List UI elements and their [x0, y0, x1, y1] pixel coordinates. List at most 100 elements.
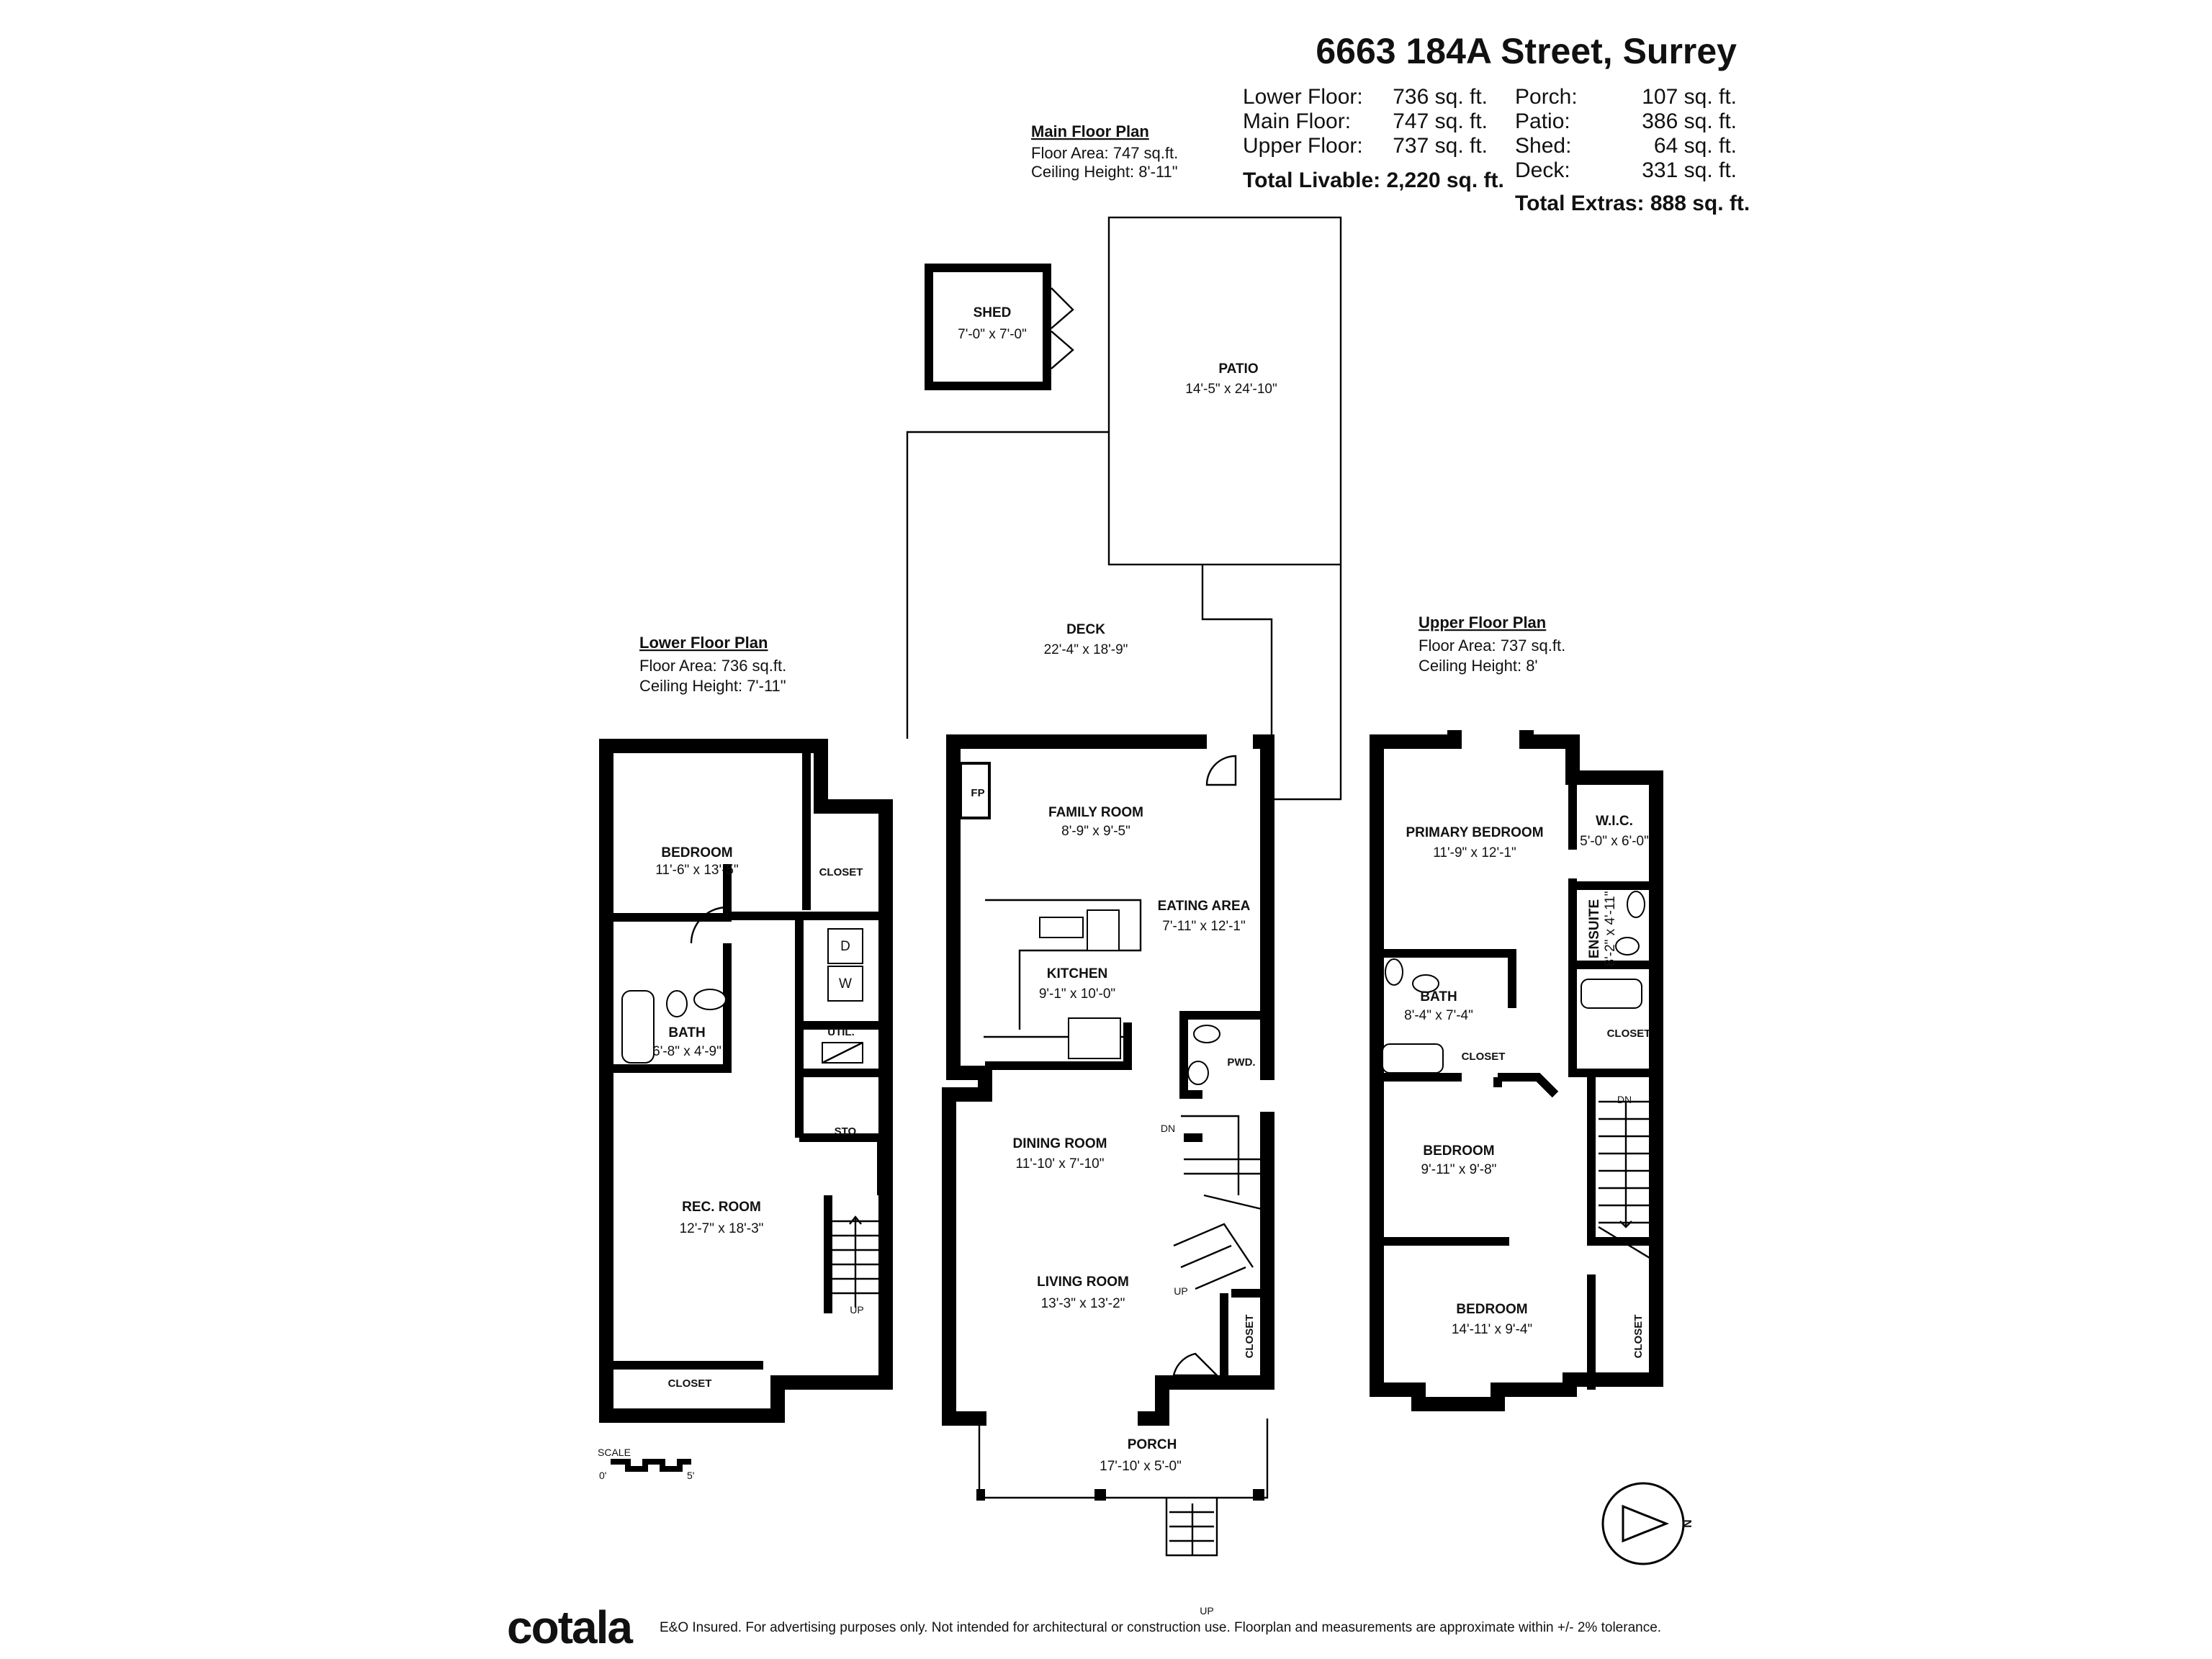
room-label: REC. ROOM	[682, 1200, 761, 1215]
brand-logo: cotala	[507, 1601, 633, 1653]
north-compass: N	[1601, 1482, 1693, 1565]
upper-exterior-walls	[1370, 730, 1663, 1411]
room-label: KITCHEN	[1047, 966, 1107, 981]
toilet-icon	[1615, 937, 1640, 956]
room-label: CLOSET	[1632, 1315, 1645, 1359]
toilet-icon	[1385, 958, 1403, 986]
room-label: BATH	[668, 1025, 705, 1040]
main-plan-caption: Main Floor Plan Floor Area: 747 sq.ft. C…	[1031, 122, 1178, 181]
lower-plan-ceiling: Ceiling Height: 7'-11"	[639, 677, 786, 695]
stairs-up-label: UP	[850, 1304, 863, 1316]
room-dimensions: 12'-7" x 18'-3"	[680, 1221, 764, 1236]
room-dimensions: 7'-0" x 7'-0"	[958, 327, 1027, 342]
room-label: CLOSET	[1607, 1028, 1651, 1040]
room-dimensions: 11'-10' x 7'-10"	[1016, 1156, 1105, 1172]
main-floor-value: 747 sq. ft.	[1393, 109, 1488, 133]
toilet-icon	[1193, 1025, 1220, 1043]
bathtub-icon	[621, 990, 655, 1064]
livable-areas: Lower Floor: 736 sq. ft. Main Floor: 747…	[1243, 85, 1504, 192]
upper-plan-caption: Upper Floor Plan Floor Area: 737 sq.ft. …	[1419, 613, 1565, 675]
lower-floor-label: Lower Floor:	[1243, 85, 1363, 109]
door-swing	[690, 906, 728, 944]
sink-icon	[1627, 891, 1645, 918]
room-label: BEDROOM	[661, 845, 732, 860]
room-label: LIVING ROOM	[1037, 1274, 1129, 1290]
lower-stairs	[830, 1215, 881, 1308]
room-label: UTIL.	[827, 1026, 855, 1038]
scale-bar: SCALE 0' 5'	[598, 1447, 694, 1481]
room-label: EATING AREA	[1158, 899, 1251, 914]
room-dimensions: 9'-11" x 9'-8"	[1421, 1162, 1497, 1177]
kitchen-wall	[985, 1022, 1132, 1070]
room-label: ENSUITE	[1587, 899, 1602, 958]
main-exterior-walls	[942, 734, 1274, 1426]
compass-ring	[1601, 1482, 1685, 1565]
total-extras: Total Extras: 888 sq. ft.	[1515, 192, 1750, 215]
sink-icon	[1187, 1061, 1209, 1085]
room-label: CLOSET	[668, 1377, 712, 1390]
front-door	[1172, 1352, 1219, 1377]
fireplace-label: FP	[971, 787, 984, 799]
stairs-up-label: UP	[1174, 1285, 1187, 1297]
room-label: BATH	[1420, 989, 1457, 1004]
room-label: DECK	[1066, 622, 1105, 637]
upper-floor-value: 737 sq. ft.	[1393, 134, 1488, 158]
main-stairs	[1173, 1115, 1265, 1290]
shed-value: 64 sq. ft.	[1654, 134, 1737, 158]
lower-plan-area: Floor Area: 736 sq.ft.	[639, 657, 786, 675]
room-dimensions: 8'-2" x 4'-11"	[1603, 891, 1618, 967]
upper-stairs	[1598, 1100, 1654, 1262]
sink-icon	[693, 989, 727, 1010]
main-floor-outdoor: SHED 7'-0" x 7'-0" PATIO 14'-5" x 24'-10…	[906, 216, 1342, 801]
lower-exterior-walls	[599, 739, 893, 1423]
porch-label: Porch:	[1515, 85, 1578, 109]
lower-plan-title: Lower Floor Plan	[639, 634, 768, 652]
toilet-icon	[666, 990, 688, 1017]
property-title: 6663 184A Street, Surrey	[1316, 31, 1737, 71]
main-floor-label: Main Floor:	[1243, 109, 1351, 133]
bathtub-icon	[1581, 979, 1642, 1009]
porch-stairs-up-label: UP	[1200, 1605, 1213, 1617]
closet-walls	[1220, 1289, 1267, 1375]
washer-icon	[827, 966, 863, 1002]
stairs-down-label: DN	[1617, 1094, 1632, 1105]
room-dimensions: 11'-9" x 12'-1"	[1433, 845, 1516, 860]
main-plan-ceiling: Ceiling Height: 8'-11"	[1031, 163, 1178, 181]
room-label: SHED	[974, 305, 1012, 320]
room-dimensions: 8'-4" x 7'-4"	[1404, 1008, 1473, 1023]
range-icon	[1068, 1017, 1121, 1059]
room-label: CLOSET	[819, 866, 863, 878]
fireplace-icon	[959, 762, 991, 819]
room-label: DINING ROOM	[1013, 1136, 1107, 1151]
upper-plan-ceiling: Ceiling Height: 8'	[1419, 657, 1538, 675]
bathtub-icon	[1382, 1043, 1444, 1074]
upper-plan-area: Floor Area: 737 sq.ft.	[1419, 637, 1565, 655]
deck-value: 331 sq. ft.	[1642, 158, 1737, 182]
washer-label: W	[839, 976, 852, 992]
room-label: W.I.C.	[1596, 814, 1633, 829]
room-dimensions: 14'-11' x 9'-4"	[1452, 1322, 1532, 1337]
north-arrow-icon	[1622, 1504, 1670, 1543]
extra-areas: Porch: 107 sq. ft. Patio: 386 sq. ft. Sh…	[1515, 85, 1750, 215]
shed-outline	[925, 264, 1051, 390]
header: 6663 184A Street, Surrey Lower Floor: 73…	[1243, 31, 1750, 215]
patio-label: Patio:	[1515, 109, 1570, 133]
room-dimensions: 6'-8" x 4'-9"	[652, 1044, 721, 1059]
room-label: PWD.	[1227, 1056, 1255, 1069]
scale-label: SCALE	[598, 1447, 631, 1458]
room-dimensions: 14'-5" x 24'-10"	[1185, 382, 1277, 397]
cooktop-icon	[1087, 909, 1120, 951]
deck-outline	[906, 431, 1342, 801]
room-label: FAMILY ROOM	[1048, 805, 1143, 820]
dryer-icon	[827, 928, 863, 964]
lower-floor-value: 736 sq. ft.	[1393, 85, 1488, 109]
lower-floor-plan: BEDROOM 11'-6" x 13'-5" CLOSET D W BATH …	[599, 739, 893, 1423]
disclaimer: E&O Insured. For advertising purposes on…	[660, 1620, 1661, 1635]
porch-value: 107 sq. ft.	[1642, 85, 1737, 109]
footer: cotala E&O Insured. For advertising purp…	[507, 1601, 1661, 1653]
total-livable: Total Livable: 2,220 sq. ft.	[1243, 168, 1504, 192]
room-dimensions: 13'-3" x 13'-2"	[1041, 1296, 1125, 1311]
kitchen-sink-icon	[1039, 917, 1084, 938]
main-plan-title: Main Floor Plan	[1031, 122, 1149, 140]
